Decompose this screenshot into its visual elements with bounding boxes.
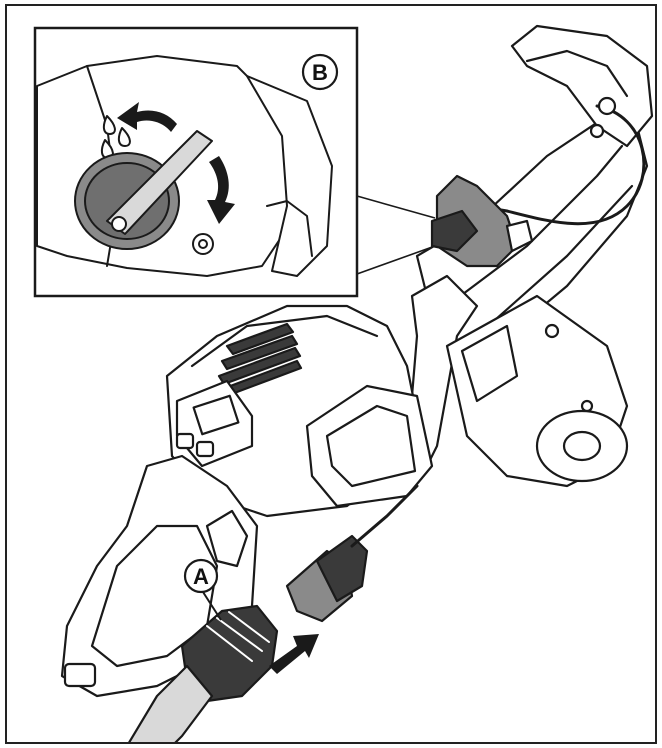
water-valve-lever-main	[430, 209, 479, 253]
display-screen	[192, 394, 240, 436]
cooling-vents	[215, 322, 303, 400]
water-hose-main	[128, 664, 214, 742]
illustration-canvas: A	[33, 24, 654, 742]
callout-a-label: A	[193, 564, 209, 589]
support-tube	[405, 274, 479, 468]
trigger	[205, 509, 249, 568]
close-direction-arrow	[207, 156, 235, 224]
diagram-frame: A	[5, 4, 657, 744]
water-drop-icon	[100, 115, 131, 159]
housing-screw-head	[198, 239, 208, 249]
guard-bolt	[544, 323, 560, 339]
guard-bolt-2	[580, 399, 594, 413]
frame-arm-inner	[445, 144, 624, 308]
control-button-left	[175, 432, 195, 450]
hose-clamp-mid	[589, 123, 605, 139]
callout-b-circle	[301, 53, 339, 91]
inset-leader-bottom	[356, 245, 436, 275]
motor-housing-top-ridge	[190, 314, 379, 368]
control-button-right	[195, 440, 215, 458]
hose-clamp-top	[597, 96, 617, 116]
push-direction-arrow	[269, 634, 319, 674]
callout-a-leader	[202, 591, 222, 621]
callout-a: A	[183, 558, 222, 621]
battery-box-panel	[325, 404, 417, 488]
coupling-grip-rings	[206, 611, 270, 662]
valve-knob	[505, 219, 534, 253]
blade-guard-window	[460, 324, 519, 403]
callout-a-circle	[183, 558, 219, 594]
machine-illustration	[60, 24, 654, 742]
hose-connector-body	[315, 534, 369, 603]
callout-b-label: B	[312, 60, 328, 85]
open-direction-arrow	[117, 102, 177, 132]
inset-leader-top	[356, 195, 436, 219]
wheel-hub	[562, 430, 602, 462]
top-handle-inner	[525, 49, 629, 98]
frame-arm-edge	[475, 184, 634, 338]
valve-lever-pivot	[111, 216, 127, 232]
hose-tube-to-machine	[350, 484, 419, 548]
water-hose-upper	[475, 104, 646, 226]
inset-detail-b: B	[33, 26, 436, 298]
inset-side-panel	[246, 75, 333, 277]
handle-foot	[63, 662, 97, 688]
inset-side-lip	[266, 200, 313, 257]
